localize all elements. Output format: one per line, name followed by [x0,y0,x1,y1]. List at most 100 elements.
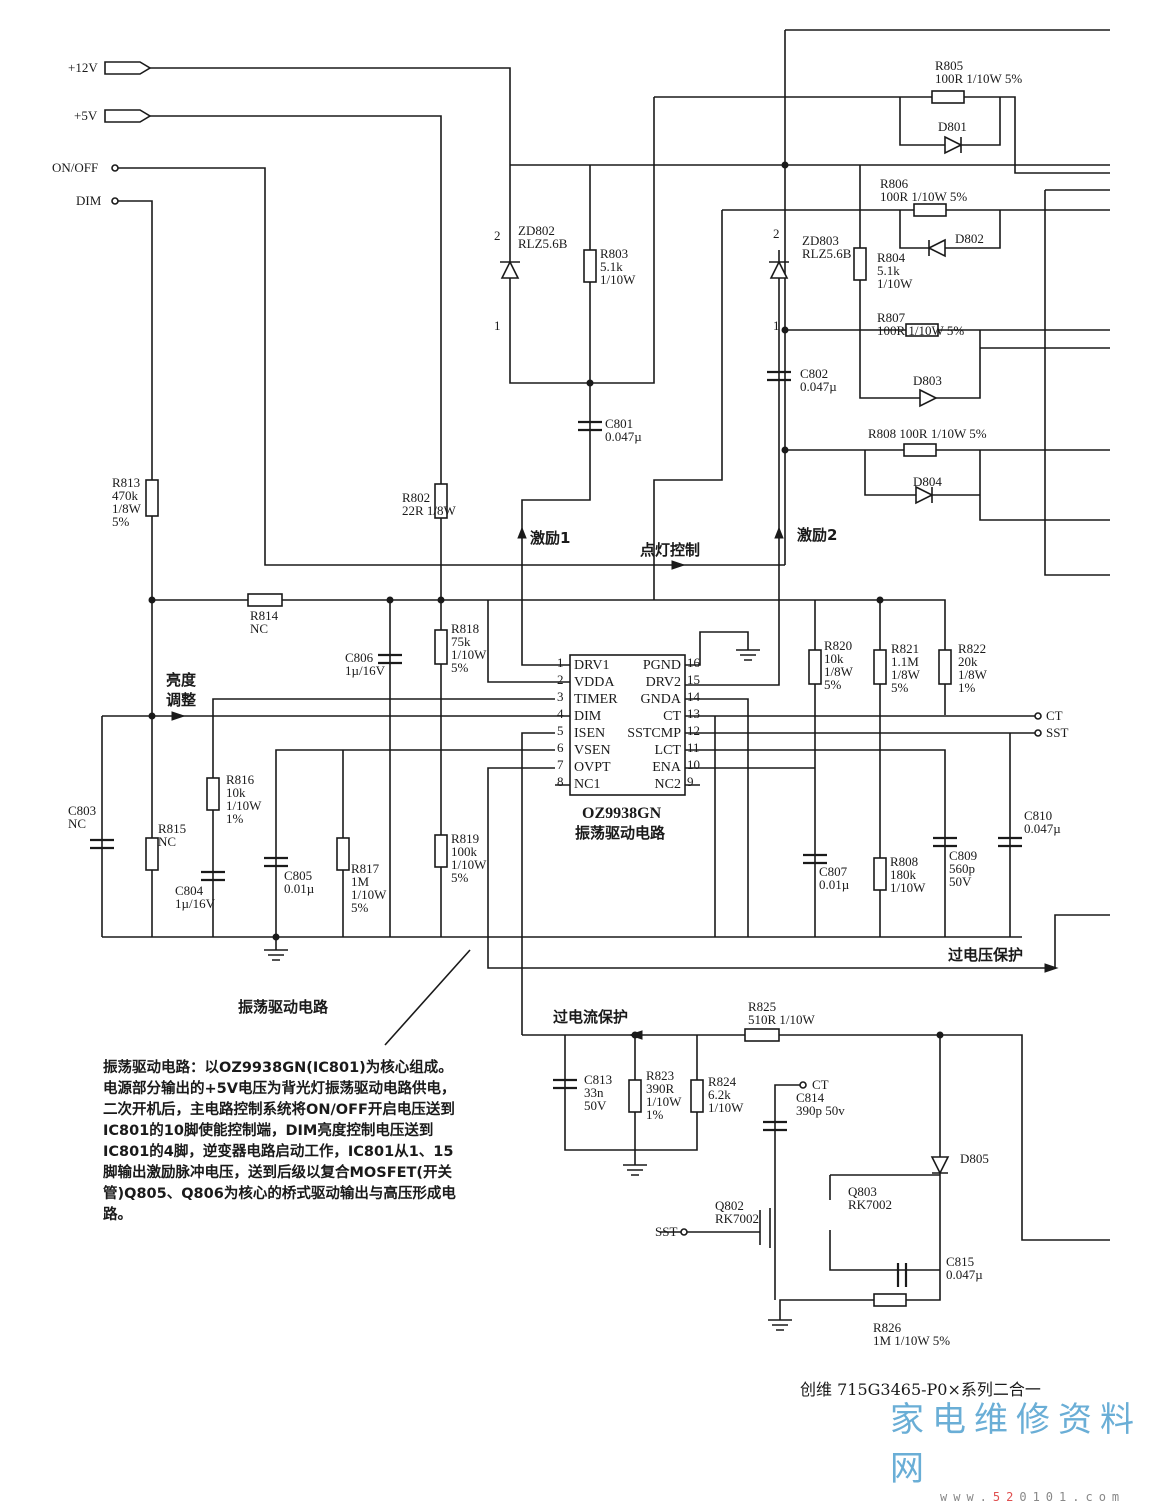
onoff-label: ON/OFF [52,160,98,175]
part-label-r824: 6.2k [708,1087,731,1102]
sst-terminal-2 [680,1228,688,1236]
v12-label: +12V [68,60,98,75]
description-text: 振荡驱动电路：以OZ9938GN(IC801)为核心组成。电源部分输出的+5V电… [103,1060,456,1223]
part-label-c806: C806 [345,650,374,665]
part-label-q803: RK7002 [848,1197,892,1212]
ct-label: CT [1046,708,1063,723]
drive1-label: 激励1 [530,529,570,547]
part-label-r818: 5% [451,660,469,675]
sst-terminal [1034,729,1042,737]
part-label-r821: 5% [891,680,909,695]
part-label-r817: R817 [351,861,380,876]
ic-oz9938gn [569,654,686,796]
ic-pin-number: 15 [687,672,700,687]
part-label-r819: 5% [451,870,469,885]
brightness-label-2: 调整 [166,691,196,709]
ic-pin-name: ISEN [574,726,605,741]
part-label-r804: 1/10W [877,276,913,291]
v5-connector [104,109,152,123]
part-label-r805: 100R 1/10W 5% [935,71,1022,86]
part-label-r818: 1/10W [451,647,487,662]
part-label-c813: 50V [584,1098,607,1113]
ic-pin-name: LCT [655,743,682,758]
part-label-r815: NC [158,834,176,849]
dim-label: DIM [76,193,102,208]
part-label-c805: 0.01µ [284,881,315,896]
sst-label-2: SST [655,1224,677,1239]
v5-label: +5V [74,108,98,123]
ic-pin-number: 12 [687,723,700,738]
labels: +12V +5V ON/OFF DIM CT SST CT SST 激励1 激励… [52,60,1068,1239]
part-label-r816: R816 [226,772,255,787]
ic-pin-number: 11 [687,740,700,755]
ic-pin-name: GNDA [641,692,682,707]
diodes [500,135,963,1175]
logo-cn: 家电维修资料网 [890,1400,1142,1489]
resistors [145,90,965,1307]
ic-pin-name: OVPT [574,760,611,775]
ic-part-label: OZ9938GN [582,805,662,822]
ic-pin-name: DRV1 [574,658,609,673]
ocp-label: 过电流保护 [553,1008,628,1026]
ic-pin-name: CT [663,709,681,724]
part-label-c810: C810 [1024,808,1052,823]
onoff-terminal [111,164,119,172]
part-label-c813: C813 [584,1072,612,1087]
part-label-r808: R808 [890,854,918,869]
section-title: 振荡驱动电路 [238,998,329,1016]
part-label-c801: C801 [605,416,633,431]
ic-pin-name: DRV2 [646,675,681,690]
part-label-r814: NC [250,621,268,636]
part-label-c807: C807 [819,864,848,879]
part-label-d801: D801 [938,119,967,134]
part-label-c802: C802 [800,366,828,381]
ic-pin-name: SSTCMP [627,726,681,741]
ground-symbols [264,649,792,1331]
part-label-zd802: ZD802 [518,223,555,238]
ovp-label: 过电压保护 [948,946,1023,964]
part-label-c803: C803 [68,803,96,818]
part-label-c806: 1µ/16V [345,663,386,678]
logo-url: www.520101.com [940,1490,1126,1504]
part-label-r818: 75k [451,634,471,649]
part-label-r817: 5% [351,900,369,915]
ic-pin-number: 2 [557,672,564,687]
part-label-pin1a: 1 [494,318,501,333]
v12-connector [104,61,152,75]
sst-label: SST [1046,725,1068,740]
part-label-r803: R803 [600,246,628,261]
part-label-r820: 1/8W [824,664,854,679]
part-label-d805: D805 [960,1151,989,1166]
part-label-r816: 1% [226,811,244,826]
ic-name-label: 振荡驱动电路 [575,824,666,842]
part-label-r826: R826 [873,1320,902,1335]
part-label-c803: NC [68,816,86,831]
capacitors [90,370,1022,1287]
part-label-r824: R824 [708,1074,737,1089]
part-label-c804: 1µ/16V [175,896,216,911]
part-label-c815: C815 [946,1254,974,1269]
part-label-r808: 180k [890,867,917,882]
part-label-r804: 5.1k [877,263,900,278]
part-label-zd803: ZD803 [802,233,839,248]
part-label-r820: R820 [824,638,852,653]
leader-line [384,949,471,1046]
part-label-c805: C805 [284,868,312,883]
part-label-r805: R805 [935,58,963,73]
footer-title: 创维 715G3465-P0×系列二合一 [800,1380,1041,1399]
part-label-c809: 50V [949,874,972,889]
part-label-r808: 1/10W [890,880,926,895]
ic-pin-number: 3 [557,689,564,704]
ic-pin-name: NC1 [574,777,600,792]
part-label-q802: Q802 [715,1198,744,1213]
part-label-r806: R806 [880,176,909,191]
part-label-r822: 1% [958,680,976,695]
part-label-c807: 0.01µ [819,877,850,892]
part-label-c809: C809 [949,848,977,863]
part-label-r823: 1/10W [646,1094,682,1109]
ic-pin-name: TIMER [574,692,618,707]
part-label-c804: C804 [175,883,204,898]
part-label-r802: 22R 1/8W [402,503,457,518]
part-label-r822: R822 [958,641,986,656]
